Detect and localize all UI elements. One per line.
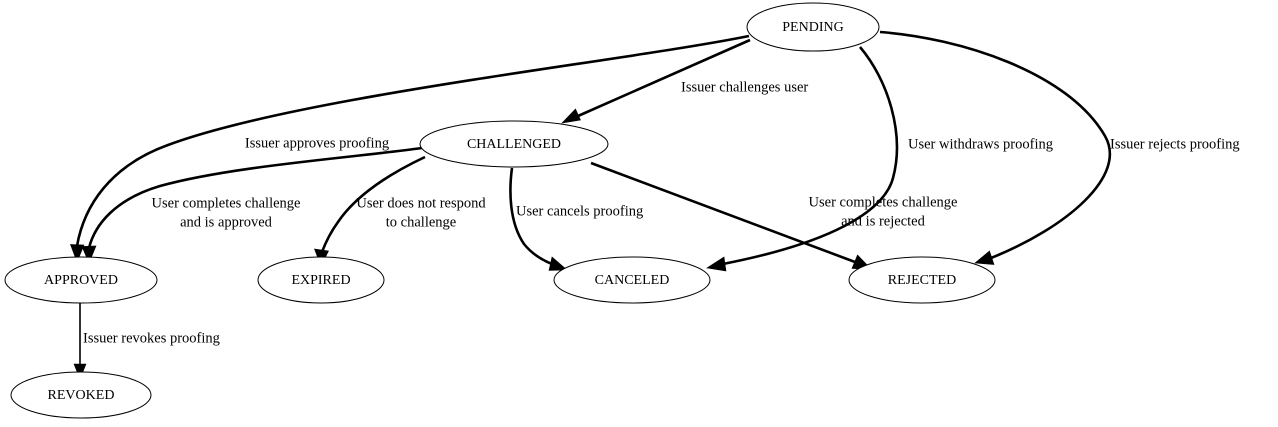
node-pending[interactable]: PENDING: [746, 2, 880, 52]
edge-challenged-approved-path: [87, 146, 423, 249]
edge-label-user-does-not-respond-line2: to challenge: [386, 214, 456, 230]
edge-challenged-expired-path: [320, 155, 426, 253]
node-approved-label: APPROVED: [44, 273, 118, 288]
edge-pending-challenged[interactable]: Issuer challenges user: [561, 38, 808, 124]
node-approved-ellipse: [4, 256, 158, 304]
edge-label-user-cancels-proofing: User cancels proofing: [516, 203, 643, 219]
edge-pending-rejected-arrow: [974, 250, 995, 265]
edge-approved-revoked[interactable]: Issuer revokes proofing: [73, 303, 220, 380]
edge-label-user-completes-challenge-rejected-line2: and is rejected: [841, 213, 925, 229]
edge-label-user-withdraws-proofing: User withdraws proofing: [908, 136, 1053, 152]
edge-pending-rejected[interactable]: Issuer rejects proofing: [879, 30, 1240, 265]
edge-pending-challenged-path: [577, 38, 751, 118]
node-approved[interactable]: APPROVED: [4, 256, 158, 304]
edge-challenged-approved[interactable]: User completes challenge and is approved: [81, 146, 423, 264]
edge-challenged-approved-arrow: [81, 245, 97, 264]
edge-challenged-rejected-path: [590, 161, 856, 264]
node-pending-ellipse: [746, 2, 880, 52]
edge-challenged-expired[interactable]: User does not respond to challenge: [314, 155, 487, 267]
edge-label-issuer-revokes-proofing: Issuer revokes proofing: [83, 330, 220, 346]
edge-pending-approved-arrow: [70, 244, 85, 263]
node-revoked-label: REVOKED: [48, 388, 115, 403]
edge-approved-revoked-arrow: [73, 363, 87, 380]
node-expired-ellipse: [257, 256, 385, 304]
edge-challenged-canceled-path: [509, 167, 553, 266]
node-rejected-label: REJECTED: [888, 273, 956, 288]
edge-pending-approved[interactable]: Issuer approves proofing: [70, 34, 750, 263]
edge-label-issuer-approves-proofing: Issuer approves proofing: [245, 135, 389, 151]
node-revoked[interactable]: REVOKED: [10, 371, 152, 419]
node-revoked-ellipse: [10, 371, 152, 419]
edge-pending-challenged-arrow: [561, 108, 581, 124]
node-canceled[interactable]: CANCELED: [553, 256, 711, 304]
node-challenged-label: CHALLENGED: [467, 137, 561, 152]
edge-label-user-completes-challenge-approved-line2: and is approved: [180, 214, 273, 230]
node-canceled-ellipse: [553, 256, 711, 304]
node-challenged[interactable]: CHALLENGED: [419, 120, 609, 168]
edge-label-user-does-not-respond-line1: User does not respond: [356, 195, 486, 211]
node-pending-label: PENDING: [782, 20, 843, 35]
edge-pending-rejected-path: [879, 30, 1112, 260]
node-rejected-ellipse: [848, 256, 996, 304]
node-expired-label: EXPIRED: [291, 273, 350, 288]
node-canceled-label: CANCELED: [595, 273, 670, 288]
edge-challenged-canceled[interactable]: User cancels proofing: [509, 167, 643, 271]
node-expired[interactable]: EXPIRED: [257, 256, 385, 304]
edge-label-issuer-challenges-user: Issuer challenges user: [681, 79, 808, 95]
edge-challenged-canceled-arrow: [548, 256, 568, 271]
edge-label-issuer-rejects-proofing: Issuer rejects proofing: [1110, 136, 1240, 152]
edge-pending-approved-path: [75, 34, 750, 247]
node-challenged-ellipse: [419, 120, 609, 168]
node-rejected[interactable]: REJECTED: [848, 256, 996, 304]
edge-label-user-completes-challenge-rejected-line1: User completes challenge: [809, 194, 958, 210]
edge-pending-canceled-arrow: [706, 256, 727, 272]
edge-label-user-completes-challenge-approved-line1: User completes challenge: [152, 195, 301, 211]
